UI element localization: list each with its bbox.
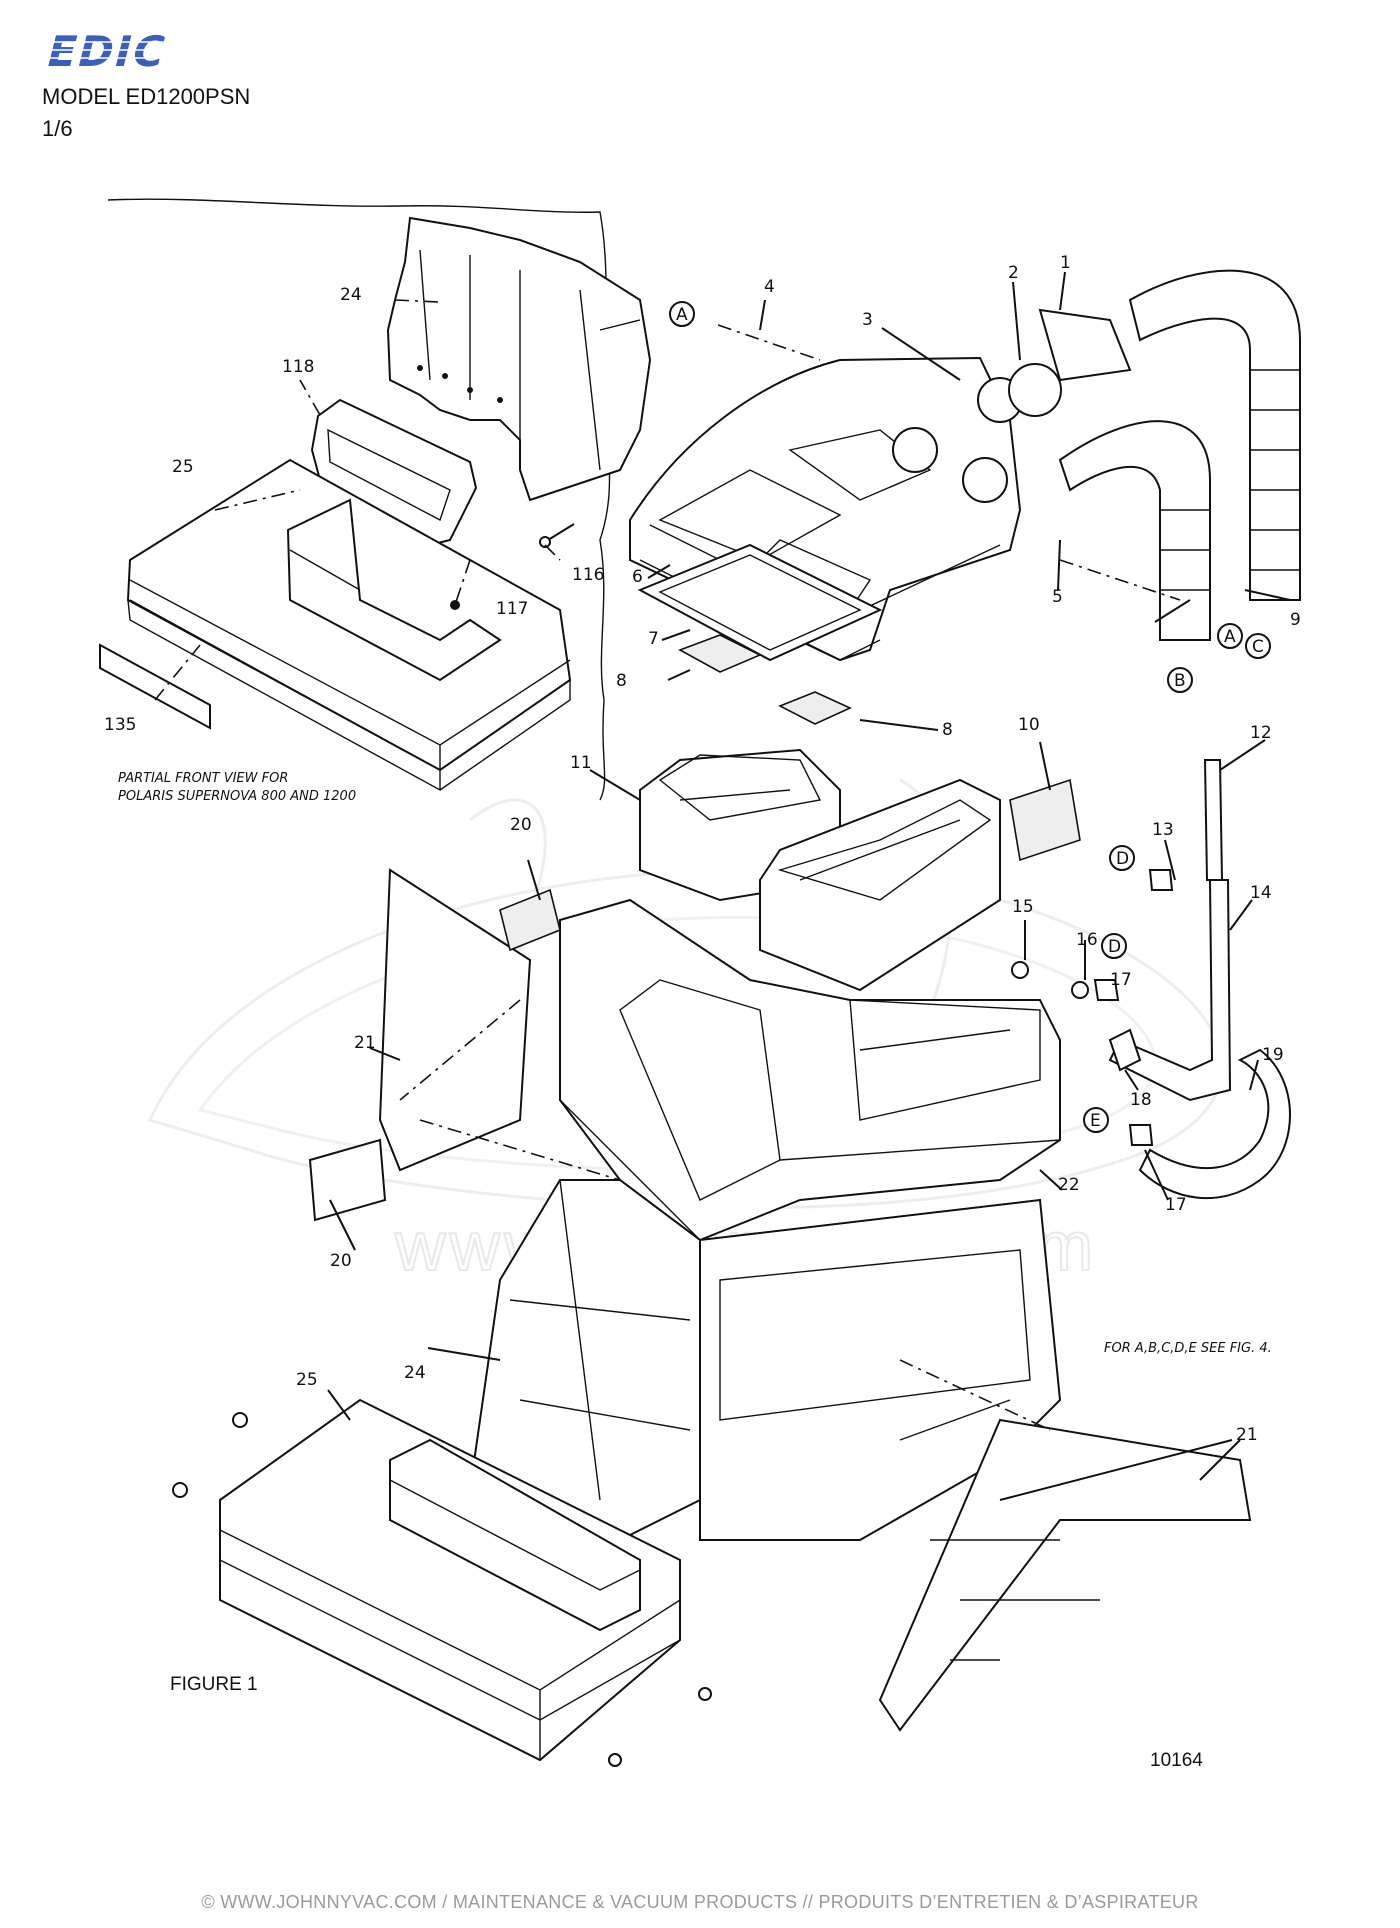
callout-17a: 17 [1110,970,1132,990]
callout-20a: 20 [510,815,532,835]
callout-24b: 24 [404,1363,426,1383]
filter-tray-11 [639,748,1001,992]
drawing-number: 10164 [1150,1750,1203,1771]
callout-10: 10 [1018,715,1040,735]
callout-116: 116 [572,565,604,585]
inset-front-view: PARTIAL FRONT VIEW FOR POLARIS SUPERNOVA… [99,216,652,804]
ref-a2: A [1224,627,1236,647]
foam-filter-10 [1009,778,1081,862]
callout-22: 22 [1058,1175,1080,1195]
side-panel-21-right [878,1418,1252,1732]
tube-14 [1108,879,1232,1102]
ref-d2: D [1108,937,1121,957]
callout-5: 5 [1052,587,1063,607]
page-number: 1/6 [42,116,73,141]
callout-12: 12 [1250,723,1272,743]
fitting-12 [1203,759,1224,881]
callout-2: 2 [1008,263,1019,283]
callout-135: 135 [104,715,136,735]
callout-8b: 8 [942,720,953,740]
ref-b: B [1174,671,1186,691]
callout-20b: 20 [330,1251,352,1271]
footer-copyright: © WWW.JOHNNYVAC.COM / MAINTENANCE & VACU… [201,1892,1199,1912]
label-20-top [499,888,561,952]
callout-4: 4 [764,277,775,297]
gasket-7 [637,543,883,662]
callout-18: 18 [1130,1090,1152,1110]
ref-e: E [1090,1111,1101,1131]
edic-logo: EDIC [40,28,230,74]
elbow-1 [1038,308,1132,382]
callout-17b: 17 [1165,1195,1187,1215]
callout-1: 1 [1060,253,1071,273]
callout-118: 118 [282,357,314,377]
callout-9: 9 [1290,610,1301,630]
clip-13 [1148,869,1174,891]
callout-24a: 24 [340,285,362,305]
callout-25b: 25 [296,1370,318,1390]
fitting-16 [1071,981,1089,999]
callout-15: 15 [1012,897,1034,917]
callout-117: 117 [496,599,528,619]
side-panel-21-left [378,868,532,1172]
label-20-bottom [308,1138,387,1222]
reference-markers: A A B C D D E [669,301,1271,1133]
inset-caption-1: PARTIAL FRONT VIEW FOR [118,771,288,786]
leader-lines [327,271,1291,1501]
callout-21a: 21 [354,1033,376,1053]
inset-handle-118 [310,398,478,547]
dash-lines [399,324,1181,1431]
inset-caption-2: POLARIS SUPERNOVA 800 AND 1200 [118,789,356,804]
callout-19: 19 [1262,1045,1284,1065]
callout-3: 3 [862,310,873,330]
clamp-17b [1128,1124,1154,1146]
elbow-2 [1008,363,1062,417]
model-number: MODEL ED1200PSN [42,84,251,109]
callout-14: 14 [1250,883,1272,903]
figure-label: FIGURE 1 [170,1674,258,1695]
switch-plate-8 [678,634,762,673]
ref-a1: A [676,305,688,325]
fig4-note: FOR A,B,C,D,E SEE FIG. 4. [1104,1341,1272,1356]
inset-cover-24 [386,216,652,502]
edic-logo-text: EDIC [42,28,172,74]
fitting-15 [1011,961,1029,979]
clamp-17a [1093,979,1120,1001]
hose-9 [1058,269,1301,641]
callout-11: 11 [570,753,592,773]
base-25 [172,1398,712,1767]
inset-label-135 [99,643,211,730]
fitting-18 [1108,1028,1142,1072]
hose-19 [1138,1048,1291,1200]
callout-8a: 8 [616,671,627,691]
callout-21b: 21 [1236,1425,1258,1445]
callout-25a: 25 [172,457,194,477]
ref-d1: D [1116,849,1129,869]
ref-c: C [1252,637,1264,657]
callout-13: 13 [1152,820,1174,840]
callout-6: 6 [632,567,643,587]
callout-16: 16 [1076,930,1098,950]
callout-7: 7 [648,629,659,649]
callouts: 1 2 3 4 5 6 7 8 8 9 10 11 12 13 14 15 16… [104,253,1301,1445]
